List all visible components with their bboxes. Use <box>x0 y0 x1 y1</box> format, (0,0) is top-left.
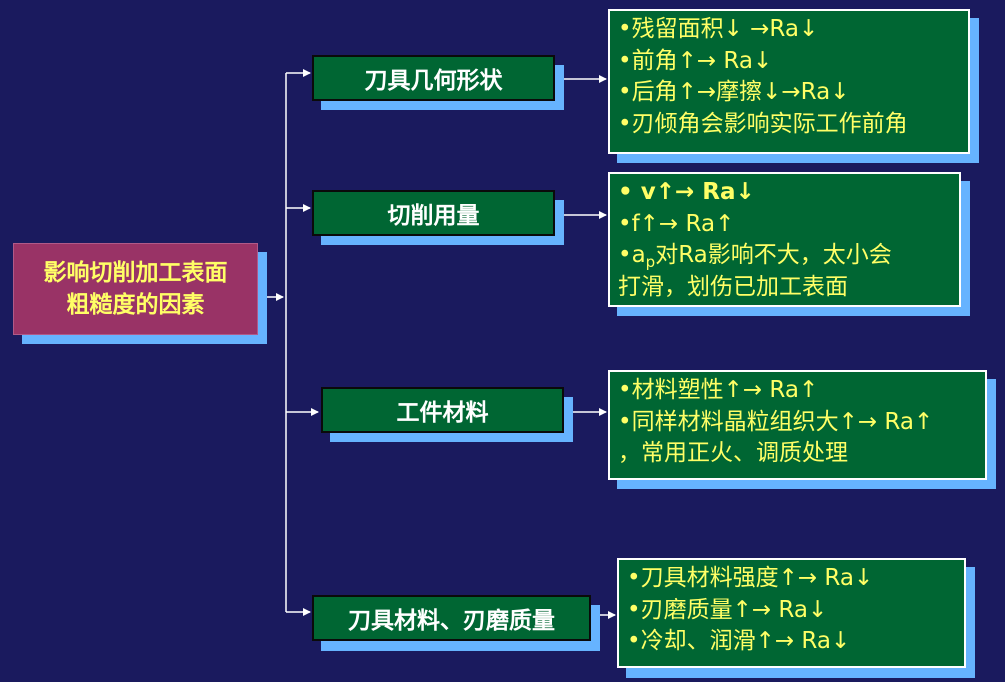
ap-subscript: p <box>645 253 656 271</box>
category-1-label: 刀具几何形状 <box>364 68 503 94</box>
detail-box-tool-geometry: •残留面积↓ →Ra↓ •前角↑→ Ra↓ •后角↑→摩擦↓→Ra↓ •刃倾角会… <box>608 9 970 154</box>
ap-bullet: •a <box>618 242 646 268</box>
detail-1-line-3: •后角↑→摩擦↓→Ra↓ <box>618 79 850 105</box>
detail-2-line-1: • v↑→ Ra↓ <box>618 179 755 205</box>
category-tool-geometry: 刀具几何形状 <box>312 55 555 101</box>
detail-1-line-2: •前角↑→ Ra↓ <box>618 47 773 74</box>
detail-3-line-1: •材料塑性↑→ Ra↑ <box>618 377 819 403</box>
category-2-label: 切削用量 <box>387 203 480 229</box>
category-workpiece-material: 工件材料 <box>321 387 564 433</box>
detail-1-line-4: •刃倾角会影响实际工作前角 <box>618 110 908 137</box>
detail-3-line-2: •同样材料晶粒组织大↑→ Ra↑ <box>618 408 934 435</box>
detail-box-workpiece-material: •材料塑性↑→ Ra↑ •同样材料晶粒组织大↑→ Ra↑ ，常用正火、调质处理 <box>608 370 987 480</box>
detail-2-line-3: •ap对Ra影响不大，太小会 <box>618 240 951 272</box>
root-line-1: 影响切削加工表面 <box>43 260 228 286</box>
detail-4-line-1: •刀具材料强度↑→ Ra↓ <box>627 565 874 591</box>
detail-4-line-2: •刃磨质量↑→ Ra↓ <box>627 596 828 623</box>
root-node: 影响切削加工表面 粗糙度的因素 <box>13 243 258 335</box>
category-tool-material-grinding: 刀具材料、刃磨质量 <box>312 595 591 641</box>
detail-2-line-4: 打滑，划伤已加工表面 <box>618 273 848 300</box>
detail-box-tool-material-grinding: •刀具材料强度↑→ Ra↓ •刃磨质量↑→ Ra↓ •冷却、润滑↑→ Ra↓ <box>617 558 966 668</box>
detail-1-line-1: •残留面积↓ →Ra↓ <box>618 16 819 42</box>
category-4-label: 刀具材料、刃磨质量 <box>348 608 555 634</box>
root-line-2: 粗糙度的因素 <box>66 292 205 318</box>
category-cutting-parameters: 切削用量 <box>312 190 555 236</box>
category-3-label: 工件材料 <box>396 400 489 426</box>
detail-2-line-3-text: 对Ra影响不大，太小会 <box>655 242 892 268</box>
detail-3-line-3: ，常用正火、调质处理 <box>618 440 848 466</box>
detail-2-line-2: •f↑→ Ra↑ <box>618 210 735 237</box>
detail-box-cutting-parameters: • v↑→ Ra↓ •f↑→ Ra↑ •ap对Ra影响不大，太小会 打滑，划伤已… <box>608 172 961 307</box>
detail-4-line-3: •冷却、润滑↑→ Ra↓ <box>627 628 851 654</box>
